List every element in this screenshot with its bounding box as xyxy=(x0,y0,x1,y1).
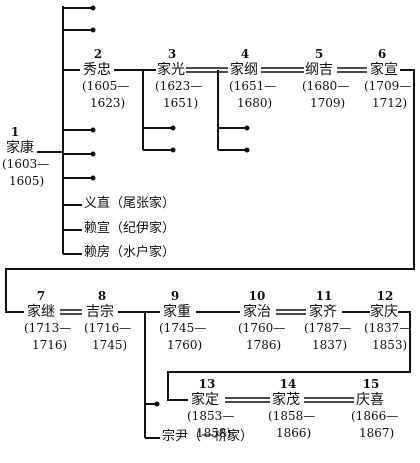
branch-hitotsubashi-label: 宗尹（一桥家） xyxy=(162,429,254,444)
stub-child-dot xyxy=(90,175,96,181)
reign-start: (1858— xyxy=(268,409,316,423)
reign-start: (1837— xyxy=(364,321,412,335)
reign-start: (1760— xyxy=(238,321,286,335)
reign-end: 1745) xyxy=(92,338,128,352)
reign-end: 1623) xyxy=(90,96,126,110)
reign-end: 1853) xyxy=(372,338,408,352)
reign-end: 1786) xyxy=(246,338,282,352)
shogun-name: 家定 xyxy=(191,392,219,408)
stub-child-dot xyxy=(90,127,96,133)
reign-end: 1837) xyxy=(312,338,348,352)
branch-kii-label: 赖宣（纪伊家） xyxy=(84,221,176,236)
shogun-number: 10 xyxy=(248,289,266,303)
ieyoshi-to-iesada-line xyxy=(167,311,411,401)
stub-child-dot xyxy=(170,125,176,131)
shogun-number: 15 xyxy=(362,377,380,391)
shogun-number: 7 xyxy=(36,289,46,303)
stub-child-dot xyxy=(90,27,96,33)
shogun-name: 家光 xyxy=(157,62,185,78)
shogun-name: 家茂 xyxy=(272,392,300,408)
shogun-number: 11 xyxy=(315,289,333,303)
shogun-number: 9 xyxy=(170,289,180,303)
reign-end: 1680) xyxy=(237,96,273,110)
shogun-name: 家宣 xyxy=(370,62,398,78)
shogun-name: 家康 xyxy=(6,140,34,156)
ienobu-to-ietsugu-line xyxy=(5,69,415,313)
reign-end: 1858) xyxy=(196,426,232,440)
shogun-name: 家纲 xyxy=(230,62,258,78)
stub-child-dot xyxy=(154,401,160,407)
shogun-number: 8 xyxy=(97,289,107,303)
reign-start: (1623— xyxy=(155,79,203,93)
branch-owari-label: 义直（尾张家） xyxy=(84,196,176,211)
reign-end: 1716) xyxy=(32,338,68,352)
reign-end: 1760) xyxy=(167,338,203,352)
stub-child-dot xyxy=(90,5,96,11)
reign-start: (1745— xyxy=(159,321,207,335)
shogun-number: 13 xyxy=(198,377,216,391)
reign-end: 1866) xyxy=(276,426,312,440)
shogun-number: 6 xyxy=(377,47,387,61)
shogun-number: 3 xyxy=(167,47,177,61)
shogun-name: 家庆 xyxy=(370,304,398,320)
reign-end: 1867) xyxy=(359,426,395,440)
reign-start: (1716— xyxy=(84,321,132,335)
reign-start: (1651— xyxy=(229,79,277,93)
reign-start: (1680— xyxy=(302,79,350,93)
stub-child-dot xyxy=(170,147,176,153)
shogun-number: 12 xyxy=(376,289,394,303)
shogun-number: 5 xyxy=(314,47,324,61)
shogun-name: 家重 xyxy=(163,304,191,320)
reign-start: (1866— xyxy=(351,409,399,423)
shogun-name: 吉宗 xyxy=(86,304,114,320)
reign-end: 1709) xyxy=(310,96,346,110)
stub-child-dot xyxy=(244,125,250,131)
reign-start: (1709— xyxy=(364,79,412,93)
shogun-number: 4 xyxy=(240,47,250,61)
shogun-name: 家治 xyxy=(243,304,271,320)
reign-end: 1712) xyxy=(372,96,408,110)
reign-start: (1603— xyxy=(2,157,50,171)
shogun-name: 纲吉 xyxy=(305,62,333,78)
reign-start: (1787— xyxy=(304,321,352,335)
shogun-number: 1 xyxy=(10,125,20,139)
reign-end: 1605) xyxy=(9,174,45,188)
shogun-name: 家齐 xyxy=(309,304,337,320)
shogun-name: 家继 xyxy=(27,304,55,320)
reign-start: (1605— xyxy=(82,79,130,93)
stub-child-dot xyxy=(244,147,250,153)
branch-mito-label: 赖房（水户家） xyxy=(84,245,176,260)
reign-end: 1651) xyxy=(163,96,199,110)
shogun-name: 庆喜 xyxy=(356,392,384,408)
shogun-number: 14 xyxy=(279,377,297,391)
reign-start: (1713— xyxy=(24,321,72,335)
reign-start: (1853— xyxy=(187,409,235,423)
stub-child-dot xyxy=(90,151,96,157)
shogun-number: 2 xyxy=(93,47,103,61)
shogun-name: 秀忠 xyxy=(83,62,111,78)
